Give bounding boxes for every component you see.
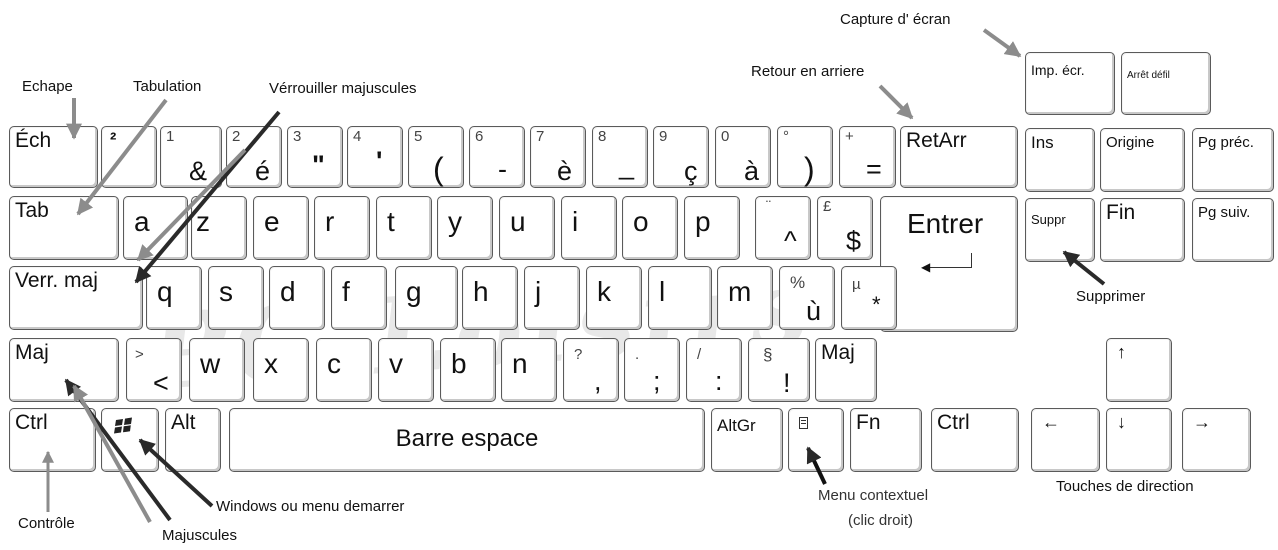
key-less-than: > <	[126, 338, 182, 402]
key-pg-suiv: Pg suiv.	[1192, 198, 1274, 262]
key-p: p	[684, 196, 740, 260]
annotation-tabulation: Tabulation	[133, 78, 202, 95]
key-pound: £ $	[817, 196, 873, 260]
key-2: 2 é	[226, 126, 282, 188]
key-slash: / :	[686, 338, 742, 402]
key-plus: + =	[839, 126, 896, 188]
annotation-controle: Contrôle	[18, 515, 75, 532]
key-fin: Fin	[1100, 198, 1185, 262]
key-section: § !	[748, 338, 810, 402]
key-i: i	[561, 196, 617, 260]
key-ctrl-right: Ctrl	[931, 408, 1019, 472]
annotation-supprimer: Supprimer	[1076, 288, 1146, 305]
key-z: z	[191, 196, 247, 260]
key-space: Barre espace	[229, 408, 705, 472]
key-q: q	[146, 266, 202, 330]
key-arrow-up: ↑	[1106, 338, 1172, 402]
key-h: h	[462, 266, 518, 330]
key-t: t	[376, 196, 432, 260]
key-maj-left: Maj	[9, 338, 119, 402]
windows-logo-icon	[114, 417, 132, 434]
enter-arrow-head: ◀	[921, 260, 931, 274]
key-l: l	[648, 266, 712, 330]
key-1: 1 &	[160, 126, 222, 188]
arrow-retour	[878, 84, 914, 120]
key-verr-maj: Verr. maj	[9, 266, 143, 330]
key-windows	[101, 408, 159, 472]
key-arrow-left: ←	[1031, 408, 1100, 472]
key-k: k	[586, 266, 642, 330]
annotation-capture: Capture d' écran	[840, 11, 951, 28]
key-echap: Éch	[9, 126, 98, 188]
key-m: m	[717, 266, 773, 330]
annotation-majuscules: Majuscules	[162, 527, 238, 544]
key-degree: ° )	[777, 126, 833, 188]
key-altgr: AltGr	[711, 408, 783, 472]
key-e: e	[253, 196, 309, 260]
key-a: a	[123, 196, 188, 260]
key-arret-defil: Arrêt défil	[1121, 52, 1211, 115]
key-9: 9 ç	[653, 126, 709, 188]
arrow-capture	[982, 28, 1022, 58]
key-origine: Origine	[1100, 128, 1185, 192]
key-c: c	[316, 338, 372, 402]
key-5: 5 (	[408, 126, 464, 188]
key-y: y	[437, 196, 493, 260]
key-g: g	[395, 266, 458, 330]
key-retarr: RetArr	[900, 126, 1018, 188]
key-percent: % ù	[779, 266, 835, 330]
key-s: s	[208, 266, 264, 330]
key-b: b	[440, 338, 496, 402]
key-ctrl-left: Ctrl	[9, 408, 96, 472]
key-3: 3 "	[287, 126, 343, 188]
key-pg-prec: Pg préc.	[1192, 128, 1274, 192]
key-alt: Alt	[165, 408, 221, 472]
key-period: . ;	[624, 338, 680, 402]
key-0: 0 à	[715, 126, 771, 188]
annotation-menu-1: Menu contextuel	[818, 487, 929, 504]
key-menu	[788, 408, 844, 472]
annotation-verrouiller: Vérrouiller majuscules	[269, 80, 417, 97]
key-maj-right: Maj	[815, 338, 877, 402]
key-v: v	[378, 338, 434, 402]
key-suppr: Suppr	[1025, 198, 1095, 262]
annotation-windows: Windows ou menu demarrer	[216, 498, 405, 515]
key-arrow-right: →	[1182, 408, 1251, 472]
arrow-up-icon: ↑	[1117, 342, 1126, 362]
key-o: o	[622, 196, 678, 260]
key-square: ²	[101, 126, 157, 188]
key-8: 8 _	[592, 126, 648, 188]
key-circumflex: ¨ ^	[755, 196, 811, 260]
key-mu: µ *	[841, 266, 897, 330]
key-6: 6 -	[469, 126, 525, 188]
key-4: 4 '	[347, 126, 403, 188]
key-arrow-down: ↓	[1106, 408, 1172, 472]
enter-arrow-icon	[925, 253, 972, 268]
arrow-down-icon: ↓	[1117, 412, 1126, 432]
arrow-right-icon: →	[1193, 412, 1211, 432]
key-question: ? ,	[563, 338, 619, 402]
key-f: f	[331, 266, 387, 330]
key-ins: Ins	[1025, 128, 1095, 192]
annotation-menu-2: (clic droit)	[848, 512, 914, 529]
annotation-retour: Retour en arriere	[751, 63, 865, 80]
annotation-echape: Echape	[22, 78, 73, 95]
key-tab: Tab	[9, 196, 119, 260]
key-imp-ecr: Imp. écr.	[1025, 52, 1115, 115]
key-x: x	[253, 338, 309, 402]
arrow-left-icon: ←	[1042, 412, 1060, 432]
key-7: 7 è	[530, 126, 586, 188]
key-r: r	[314, 196, 370, 260]
key-w: w	[189, 338, 245, 402]
menu-icon	[799, 417, 808, 429]
key-j: j	[524, 266, 580, 330]
key-fn: Fn	[850, 408, 922, 472]
key-d: d	[269, 266, 325, 330]
key-u: u	[499, 196, 555, 260]
key-n: n	[501, 338, 557, 402]
annotation-touches: Touches de direction	[1056, 478, 1194, 495]
key-entrer: Entrer ◀	[880, 196, 1018, 332]
